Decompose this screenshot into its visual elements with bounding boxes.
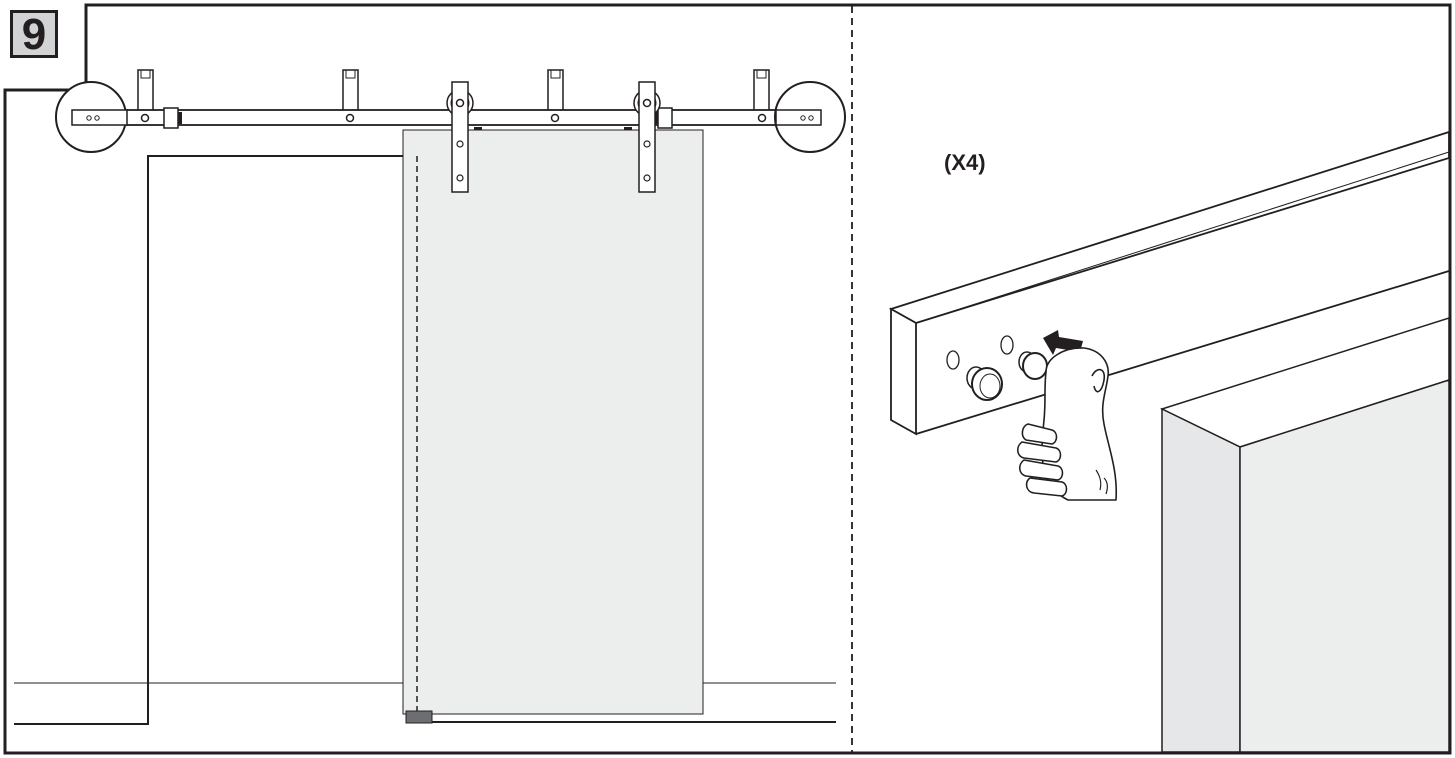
roller-hanger	[633, 81, 661, 193]
wall-bracket	[547, 69, 564, 113]
wall-bracket	[342, 69, 359, 113]
wall-opening	[14, 155, 418, 725]
callout-circle-left	[55, 81, 128, 153]
track-stopper-icon	[163, 107, 179, 129]
quantity-label: (X4)	[944, 150, 986, 175]
rail-bolt	[140, 113, 150, 123]
track-stopper-icon	[654, 112, 658, 124]
step-number-badge: 9	[10, 10, 58, 58]
callout-circle-right	[774, 81, 846, 153]
wall-bracket	[137, 69, 154, 113]
rail-bottom-edge	[915, 270, 1450, 435]
floor-guide	[405, 710, 433, 724]
rail-bolt	[345, 113, 355, 123]
rail-front-face	[890, 307, 917, 436]
anti-jump-disc	[624, 127, 632, 130]
track-stopper-icon	[657, 107, 673, 129]
rubber-stopper-icon	[966, 366, 1003, 401]
door-face	[1161, 407, 1241, 753]
hand-pressing-icon	[1016, 347, 1118, 501]
anti-jump-disc	[474, 127, 482, 130]
roller-hanger	[446, 81, 474, 193]
track-rail	[77, 109, 821, 126]
rail-top-edge	[915, 151, 1450, 324]
detail-panel	[888, 130, 1450, 753]
track-stopper-icon	[178, 112, 182, 124]
rail-bolt	[757, 113, 767, 123]
wall-bracket	[753, 69, 770, 113]
rubber-stopper-icon	[1018, 351, 1048, 380]
door-side	[1239, 378, 1450, 753]
overview-panel	[14, 69, 846, 725]
rail-hole	[946, 350, 960, 370]
rail-bolt	[550, 113, 560, 123]
rail-hole	[1000, 335, 1014, 355]
door-panel	[402, 129, 704, 715]
